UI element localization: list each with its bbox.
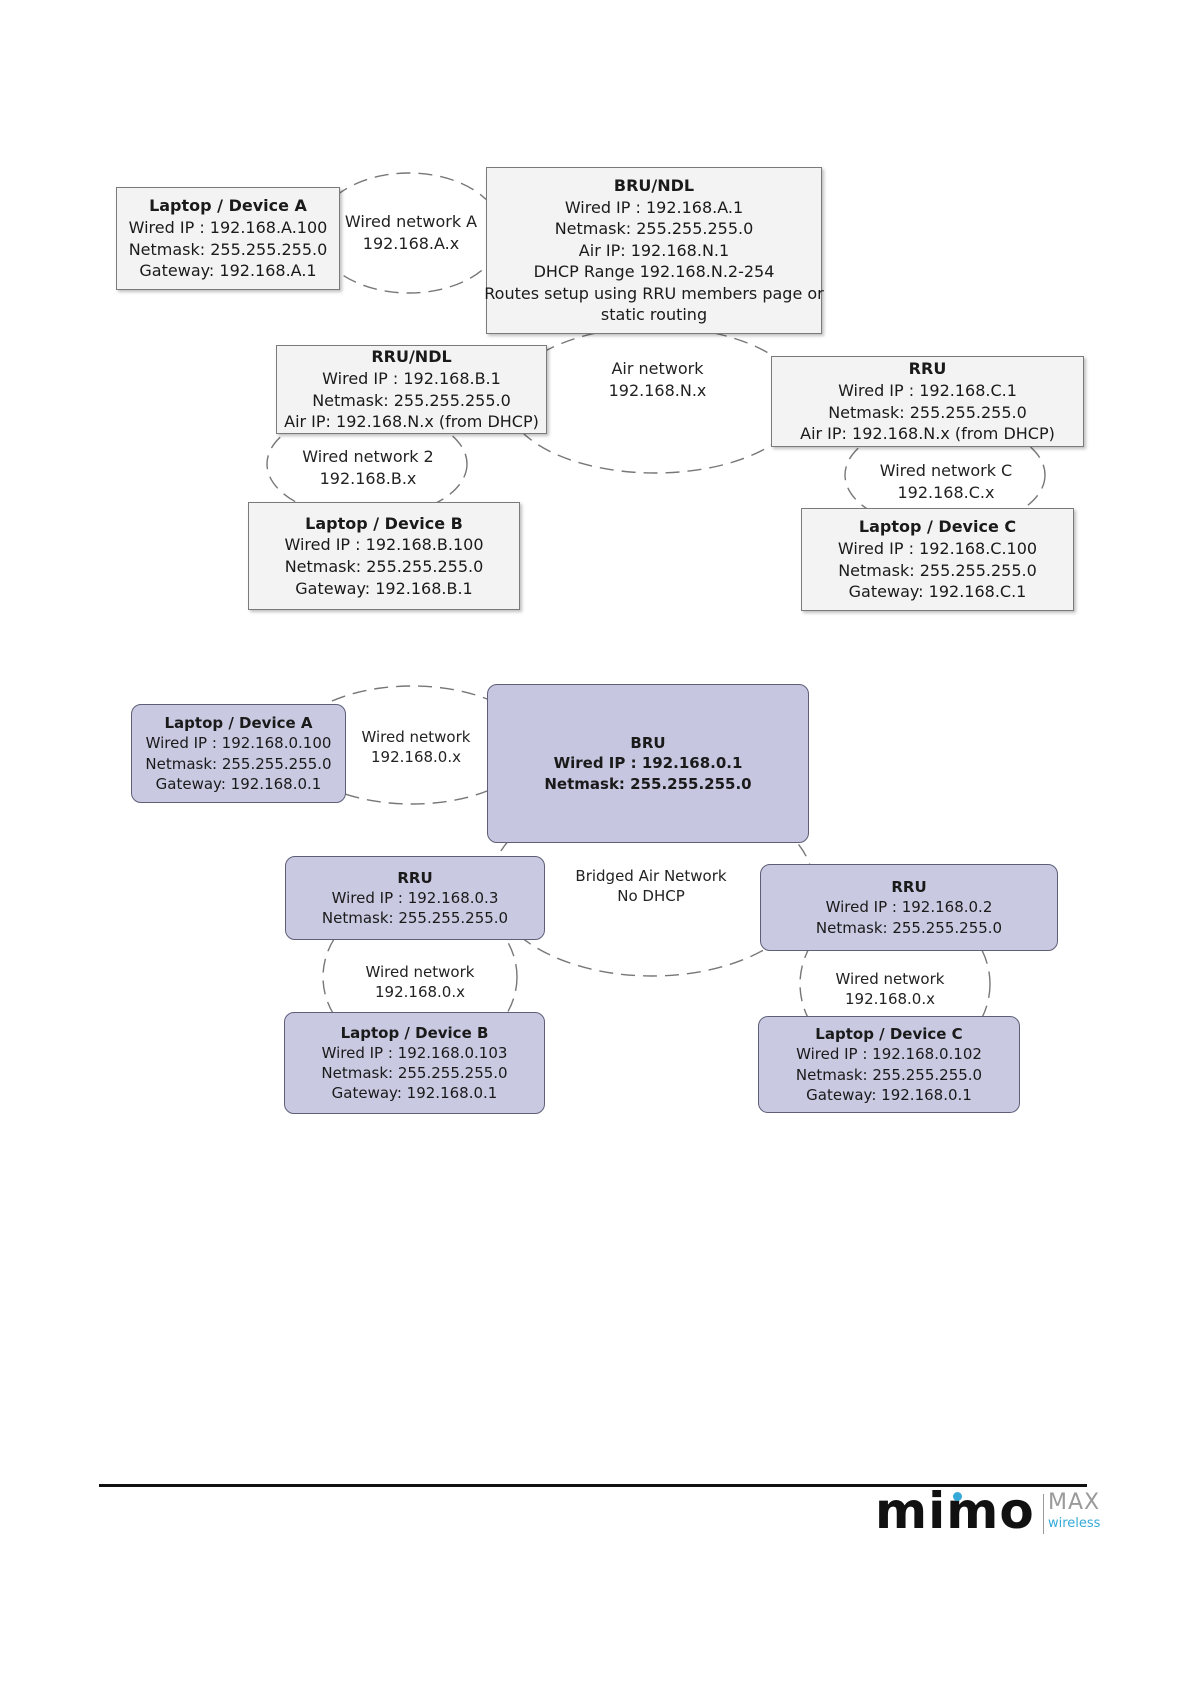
node-wired-ip: Wired IP : 192.168.0.2 [825, 898, 993, 917]
network-name: Wired network [835, 970, 945, 988]
node-title: RRU/NDL [371, 347, 452, 367]
network-subnet: 192.168.0.x [371, 748, 461, 767]
node-wired-ip: Wired IP : 192.168.B.1 [322, 368, 501, 388]
network-name: Wired network 2 [302, 447, 434, 466]
node-wired-ip: Wired IP : 192.168.B.100 [284, 535, 484, 555]
node-title: BRU [630, 734, 666, 753]
network-subnet: 192.168.0.x [845, 990, 935, 1009]
node-gateway: Gateway: 192.168.C.1 [848, 582, 1027, 602]
node-title: Laptop / Device B [340, 1023, 489, 1042]
wired-network-2-label: Wired network 2 192.168.B.x [288, 446, 448, 489]
bridged-laptop-device-a-node: Laptop / Device A Wired IP : 192.168.0.1… [131, 704, 346, 803]
bridged-rru-right-node: RRU Wired IP : 192.168.0.2 Netmask: 255.… [760, 864, 1058, 951]
node-gateway: Gateway: 192.168.A.1 [139, 261, 317, 281]
node-gateway: Gateway: 192.168.0.1 [331, 1084, 498, 1103]
node-netmask: Netmask: 255.255.255.0 [828, 402, 1027, 422]
logo-max-text: MAX [1048, 1490, 1101, 1515]
bridged-rru-left-node: RRU Wired IP : 192.168.0.3 Netmask: 255.… [285, 856, 545, 940]
logo-mimo-text: mimo [875, 1482, 1035, 1540]
network-name: Wired network [365, 963, 475, 981]
wired-network-a-label: Wired network A 192.168.A.x [340, 211, 482, 254]
node-wired-ip: Wired IP : 192.168.A.1 [564, 197, 744, 217]
logo-dot-icon [953, 1492, 962, 1501]
rru-ndl-node: RRU/NDL Wired IP : 192.168.B.1 Netmask: … [276, 345, 547, 434]
node-netmask: Netmask: 255.255.255.0 [815, 918, 1003, 937]
footer-rule [99, 1484, 1087, 1487]
node-gateway: Gateway: 192.168.B.1 [295, 578, 473, 598]
node-netmask: Netmask: 255.255.255.0 [145, 754, 332, 773]
network-subnet: 192.168.N.x [608, 380, 707, 400]
node-netmask: Netmask: 255.255.255.0 [544, 774, 752, 793]
network-dhcp-note: No DHCP [617, 887, 685, 906]
node-title: BRU/NDL [613, 175, 695, 195]
node-air-ip: Air IP: 192.168.N.x (from DHCP) [284, 412, 539, 432]
node-gateway: Gateway: 192.168.0.1 [155, 774, 322, 793]
node-wired-ip: Wired IP : 192.168.A.100 [128, 217, 328, 237]
air-network-label: Air network 192.168.N.x [590, 358, 725, 401]
node-title: RRU [908, 359, 947, 379]
node-netmask: Netmask: 255.255.255.0 [554, 219, 754, 239]
bridged-laptop-device-c-node: Laptop / Device C Wired IP : 192.168.0.1… [758, 1016, 1020, 1113]
node-wired-ip: Wired IP : 192.168.0.103 [321, 1043, 508, 1062]
node-title: Laptop / Device B [305, 513, 463, 533]
node-netmask: Netmask: 255.255.255.0 [321, 909, 509, 928]
node-title: RRU [397, 868, 433, 887]
laptop-device-c-node: Laptop / Device C Wired IP : 192.168.C.1… [801, 508, 1074, 611]
node-title: Laptop / Device C [815, 1025, 963, 1043]
node-netmask: Netmask: 255.255.255.0 [838, 560, 1037, 580]
node-wired-ip: Wired IP : 192.168.C.100 [837, 538, 1038, 558]
network-subnet: 192.168.C.x [897, 482, 995, 502]
network-name: Wired network A [344, 212, 478, 231]
rru-c-node: RRU Wired IP : 192.168.C.1 Netmask: 255.… [771, 356, 1084, 447]
node-gateway: Gateway: 192.168.0.1 [806, 1085, 972, 1104]
node-wired-ip: Wired IP : 192.168.0.1 [553, 754, 743, 773]
node-netmask: Netmask: 255.255.255.0 [128, 239, 328, 259]
node-netmask: Netmask: 255.255.255.0 [795, 1065, 983, 1084]
node-wired-ip: Wired IP : 192.168.0.3 [331, 888, 499, 907]
bridged-laptop-device-b-node: Laptop / Device B Wired IP : 192.168.0.1… [284, 1012, 545, 1114]
network-name: Air network [611, 359, 704, 378]
node-netmask: Netmask: 255.255.255.0 [284, 557, 484, 576]
node-title: Laptop / Device A [164, 714, 313, 732]
network-subnet: 192.168.0.x [375, 983, 465, 1002]
node-title: Laptop / Device C [858, 517, 1017, 537]
network-name: Bridged Air Network [575, 867, 727, 885]
wired-network-c-label: Wired network C 192.168.C.x [866, 460, 1026, 503]
bridged-wired-network-c-label: Wired network 192.168.0.x [815, 969, 965, 1010]
node-dhcp-range: DHCP Range 192.168.N.2-254 [533, 262, 775, 282]
laptop-device-a-node: Laptop / Device A Wired IP : 192.168.A.1… [116, 187, 340, 290]
bridged-wired-network-b-label: Wired network 192.168.0.x [345, 962, 495, 1003]
node-air-ip: Air IP: 192.168.N.x (from DHCP) [800, 424, 1055, 444]
bru-ndl-node: BRU/NDL Wired IP : 192.168.A.1 Netmask: … [484, 167, 824, 334]
network-name: Wired network C [879, 461, 1013, 480]
node-wired-ip: Wired IP : 192.168.0.100 [145, 734, 332, 753]
node-netmask: Netmask: 255.255.255.0 [321, 1064, 508, 1082]
node-air-ip: Air IP: 192.168.N.1 [578, 240, 730, 260]
network-subnet: 192.168.A.x [362, 233, 460, 253]
bridged-air-network-label: Bridged Air Network No DHCP [556, 866, 746, 907]
mimomax-logo: mimo MAX wireless [875, 1482, 1100, 1546]
laptop-device-b-node: Laptop / Device B Wired IP : 192.168.B.1… [248, 502, 520, 610]
bridged-wired-network-a-label: Wired network 192.168.0.x [346, 727, 486, 768]
network-subnet: 192.168.B.x [319, 468, 417, 488]
logo-separator [1043, 1494, 1044, 1534]
logo-wireless-text: wireless [1048, 1516, 1101, 1531]
node-routes-note: Routes setup using RRU members page or [484, 283, 824, 303]
network-name: Wired network [361, 728, 471, 746]
node-routes-note-cont: static routing [600, 305, 708, 325]
node-wired-ip: Wired IP : 192.168.C.1 [838, 380, 1017, 400]
node-netmask: Netmask: 255.255.255.0 [312, 390, 511, 410]
bridged-bru-node: BRU Wired IP : 192.168.0.1 Netmask: 255.… [487, 684, 809, 843]
node-wired-ip: Wired IP : 192.168.0.102 [796, 1045, 982, 1064]
node-title: RRU [891, 878, 927, 897]
node-title: Laptop / Device A [149, 196, 307, 216]
